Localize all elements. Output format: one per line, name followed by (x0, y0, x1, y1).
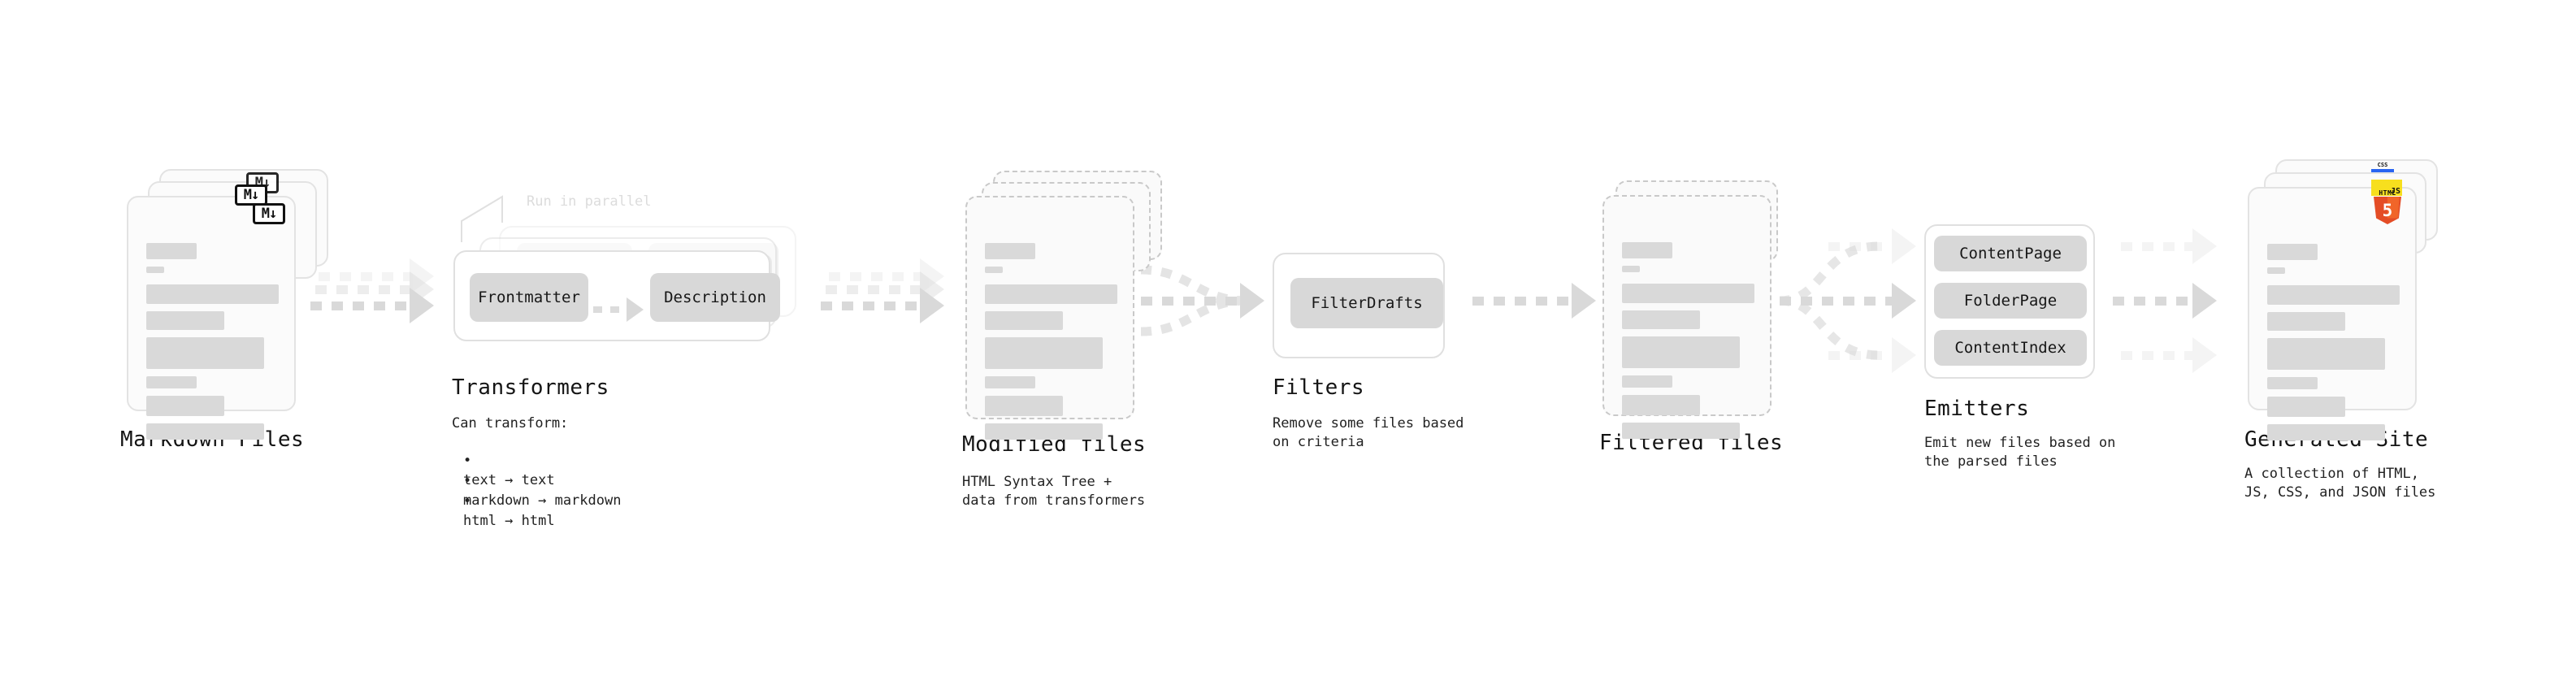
markdown-placeholder-bars (146, 243, 279, 447)
arrow-filtered-to-emitters-bottom (1828, 337, 1916, 373)
arrow-markdown-to-transformers (310, 288, 434, 323)
generated-site-subtitle: A collection of HTML, JS, CSS, and JSON … (2244, 466, 2436, 501)
arrow-modified-to-filters (1141, 283, 1264, 319)
run-in-parallel-leader-line (461, 195, 503, 242)
transformers-bullet-1: • markdown → markdown (463, 453, 621, 510)
generated-placeholder-bars (2267, 244, 2400, 448)
transformers-bullet-2: • html → html (463, 474, 555, 531)
transformers-bullet-2-label: html → html (463, 512, 555, 529)
bullet-glyph: • (463, 473, 472, 490)
emitter-chip-folderpage[interactable]: FolderPage (1934, 283, 2087, 319)
transformers-bullet-0-label: text → text (463, 471, 555, 488)
filters-title: Filters (1273, 375, 1365, 400)
filtered-file-card-front (1602, 195, 1772, 439)
arrow-filtered-to-emitters-mid (1780, 283, 1916, 319)
arrow-filters-to-filtered (1472, 283, 1596, 319)
html5-badge-digit: 5 (2382, 200, 2393, 220)
css3-badge: CSS (2370, 163, 2395, 176)
run-in-parallel-note: Run in parallel (527, 193, 652, 210)
arrow-transformers-to-modified (821, 288, 944, 323)
modified-placeholder-bars (985, 243, 1117, 447)
arrow-emitters-to-site-top (2121, 228, 2217, 264)
css3-badge-label: CSS (2377, 162, 2388, 168)
modified-file-card-front (965, 196, 1134, 440)
markdown-badge-front: M↓ (253, 203, 285, 224)
css3-badge-bar (2371, 169, 2394, 172)
modified-files-subtitle: HTML Syntax Tree + data from transformer… (962, 474, 1146, 510)
bullet-glyph: • (463, 453, 472, 470)
filter-chip-filterdrafts[interactable]: FilterDrafts (1290, 278, 1443, 328)
html5-badge: HTML 5 (2371, 189, 2404, 225)
markdown-file-card-front (127, 196, 296, 440)
arrow-filtered-to-emitters-top (1828, 228, 1916, 264)
transformers-bullet-0: • text → text (463, 433, 555, 490)
js-badge-label: JS (2390, 187, 2400, 196)
bullet-glyph: • (463, 493, 472, 510)
arrow-emitters-to-site-mid (2113, 283, 2217, 319)
emitter-chip-contentpage[interactable]: ContentPage (1934, 236, 2087, 271)
transformers-title: Transformers (452, 375, 609, 400)
emitter-chip-contentindex[interactable]: ContentIndex (1934, 330, 2087, 366)
arrow-emitters-to-site-bottom (2121, 337, 2217, 373)
markdown-badge-mid: M↓ (235, 184, 267, 206)
filtered-placeholder-bars (1622, 242, 1754, 446)
transformer-chip-frontmatter[interactable]: Frontmatter (470, 273, 588, 322)
emitters-title: Emitters (1924, 397, 2030, 421)
transformers-bullet-1-label: markdown → markdown (463, 492, 622, 509)
html5-badge-word: HTML (2379, 189, 2396, 197)
transformer-chip-description[interactable]: Description (650, 273, 780, 322)
html5-shield-icon: 5 (2374, 197, 2401, 224)
arrow-frontmatter-to-description (593, 297, 644, 322)
js-badge: JS (2371, 180, 2402, 196)
emitters-subtitle: Emit new files based on the parsed files (1924, 435, 2116, 471)
filters-subtitle: Remove some files based on criteria (1273, 415, 1464, 451)
generated-file-card-front (2248, 187, 2417, 440)
transformers-subtitle: Can transform: (452, 415, 569, 432)
